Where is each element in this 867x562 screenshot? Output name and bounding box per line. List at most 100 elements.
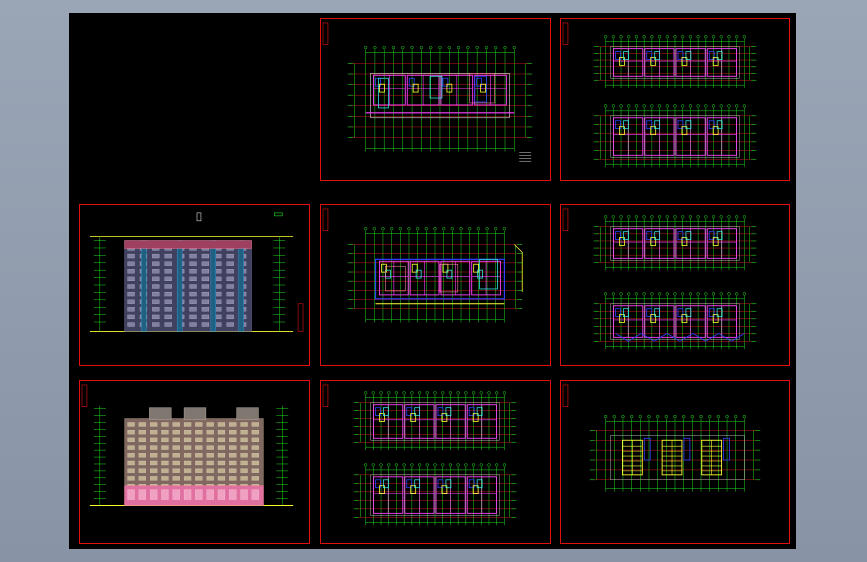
window xyxy=(183,453,192,458)
fixture xyxy=(476,407,483,416)
fixture xyxy=(712,237,719,246)
window xyxy=(240,437,248,442)
axis-bubble xyxy=(502,391,507,395)
window xyxy=(217,445,226,450)
axis-bubble xyxy=(664,414,668,419)
sheet-plan-2[interactable] xyxy=(560,18,790,181)
axis-bubble xyxy=(425,463,429,467)
elevator xyxy=(683,437,691,461)
window xyxy=(251,437,259,442)
window xyxy=(251,468,259,473)
fixture xyxy=(412,83,419,93)
roof-line xyxy=(615,333,642,342)
window xyxy=(127,276,135,282)
window xyxy=(164,276,172,282)
axis-bubble xyxy=(719,292,723,296)
window xyxy=(240,468,248,473)
window xyxy=(240,476,248,481)
window xyxy=(150,453,158,458)
axis-bubble xyxy=(742,292,747,296)
window xyxy=(164,322,172,327)
fixture xyxy=(411,263,418,273)
axis-bubble xyxy=(424,227,428,231)
fixture xyxy=(619,57,625,66)
fixture xyxy=(712,57,719,66)
sheet-plan-5[interactable] xyxy=(320,380,551,544)
window xyxy=(240,430,248,435)
balcony-column xyxy=(238,240,244,332)
sheet-plan-1[interactable] xyxy=(320,18,551,181)
window xyxy=(138,445,146,450)
axis-bubble xyxy=(673,104,677,108)
axis-bubble xyxy=(479,391,483,395)
axis-bubble xyxy=(681,215,685,219)
window xyxy=(150,430,158,435)
window xyxy=(138,468,146,473)
axis-bubble xyxy=(456,391,460,395)
window xyxy=(226,284,234,289)
elevation-1-drawing xyxy=(89,212,304,332)
fixture xyxy=(685,231,692,240)
window xyxy=(217,468,226,473)
fixture xyxy=(677,51,684,60)
window xyxy=(206,453,214,458)
fixture xyxy=(623,120,629,130)
axis-bubble xyxy=(665,104,669,108)
window xyxy=(161,476,169,481)
roof-line xyxy=(692,333,719,342)
window xyxy=(127,468,135,473)
sheet-elevation-1[interactable] xyxy=(79,204,310,366)
axis-bubble xyxy=(657,104,662,108)
fixture xyxy=(615,120,621,130)
balcony-column xyxy=(176,240,183,332)
axis-bubble xyxy=(603,104,608,108)
axis-bubble xyxy=(402,391,406,395)
fixture xyxy=(381,263,387,273)
window xyxy=(201,322,210,327)
axis-bubble xyxy=(619,104,623,108)
window xyxy=(150,476,158,481)
axis-bubble xyxy=(688,215,693,219)
drawing-canvas[interactable] xyxy=(69,13,796,549)
axis-bubble xyxy=(381,227,385,231)
window xyxy=(217,422,226,427)
fixture xyxy=(708,231,715,240)
window xyxy=(164,253,172,259)
axis-bubble xyxy=(719,35,723,39)
sheet-section-1[interactable] xyxy=(560,380,790,544)
window xyxy=(152,253,160,259)
fixture xyxy=(716,308,723,317)
fixture xyxy=(646,120,653,130)
axis-bubble xyxy=(725,414,729,419)
axis-bubble xyxy=(494,227,498,231)
axis-bubble xyxy=(673,292,677,296)
window xyxy=(201,314,210,320)
plan-3-drawing xyxy=(322,208,523,323)
building-outline xyxy=(610,115,740,158)
sheet-plan-4[interactable] xyxy=(560,204,790,366)
window xyxy=(217,453,226,458)
fixture xyxy=(375,479,381,489)
axis-bubble xyxy=(372,227,376,231)
plan-5-drawing xyxy=(322,384,517,526)
sheet-elevation-2[interactable] xyxy=(79,380,310,544)
axis-bubble xyxy=(485,227,489,231)
shopfront xyxy=(150,489,158,500)
window xyxy=(195,422,203,427)
window xyxy=(164,284,172,289)
axis-bubble xyxy=(642,35,646,39)
axis-bubble xyxy=(642,292,646,296)
sheet-plan-3[interactable] xyxy=(320,204,551,366)
axis-bubble xyxy=(711,292,716,296)
axis-bubble xyxy=(484,46,489,50)
window xyxy=(201,269,210,274)
window xyxy=(206,468,214,473)
fixture xyxy=(712,314,719,323)
window xyxy=(229,437,237,442)
axis-bubble xyxy=(391,46,396,50)
fixture xyxy=(446,269,453,279)
window xyxy=(127,437,135,442)
window xyxy=(150,460,158,466)
axis-bubble xyxy=(696,35,700,39)
fixture xyxy=(615,51,621,60)
